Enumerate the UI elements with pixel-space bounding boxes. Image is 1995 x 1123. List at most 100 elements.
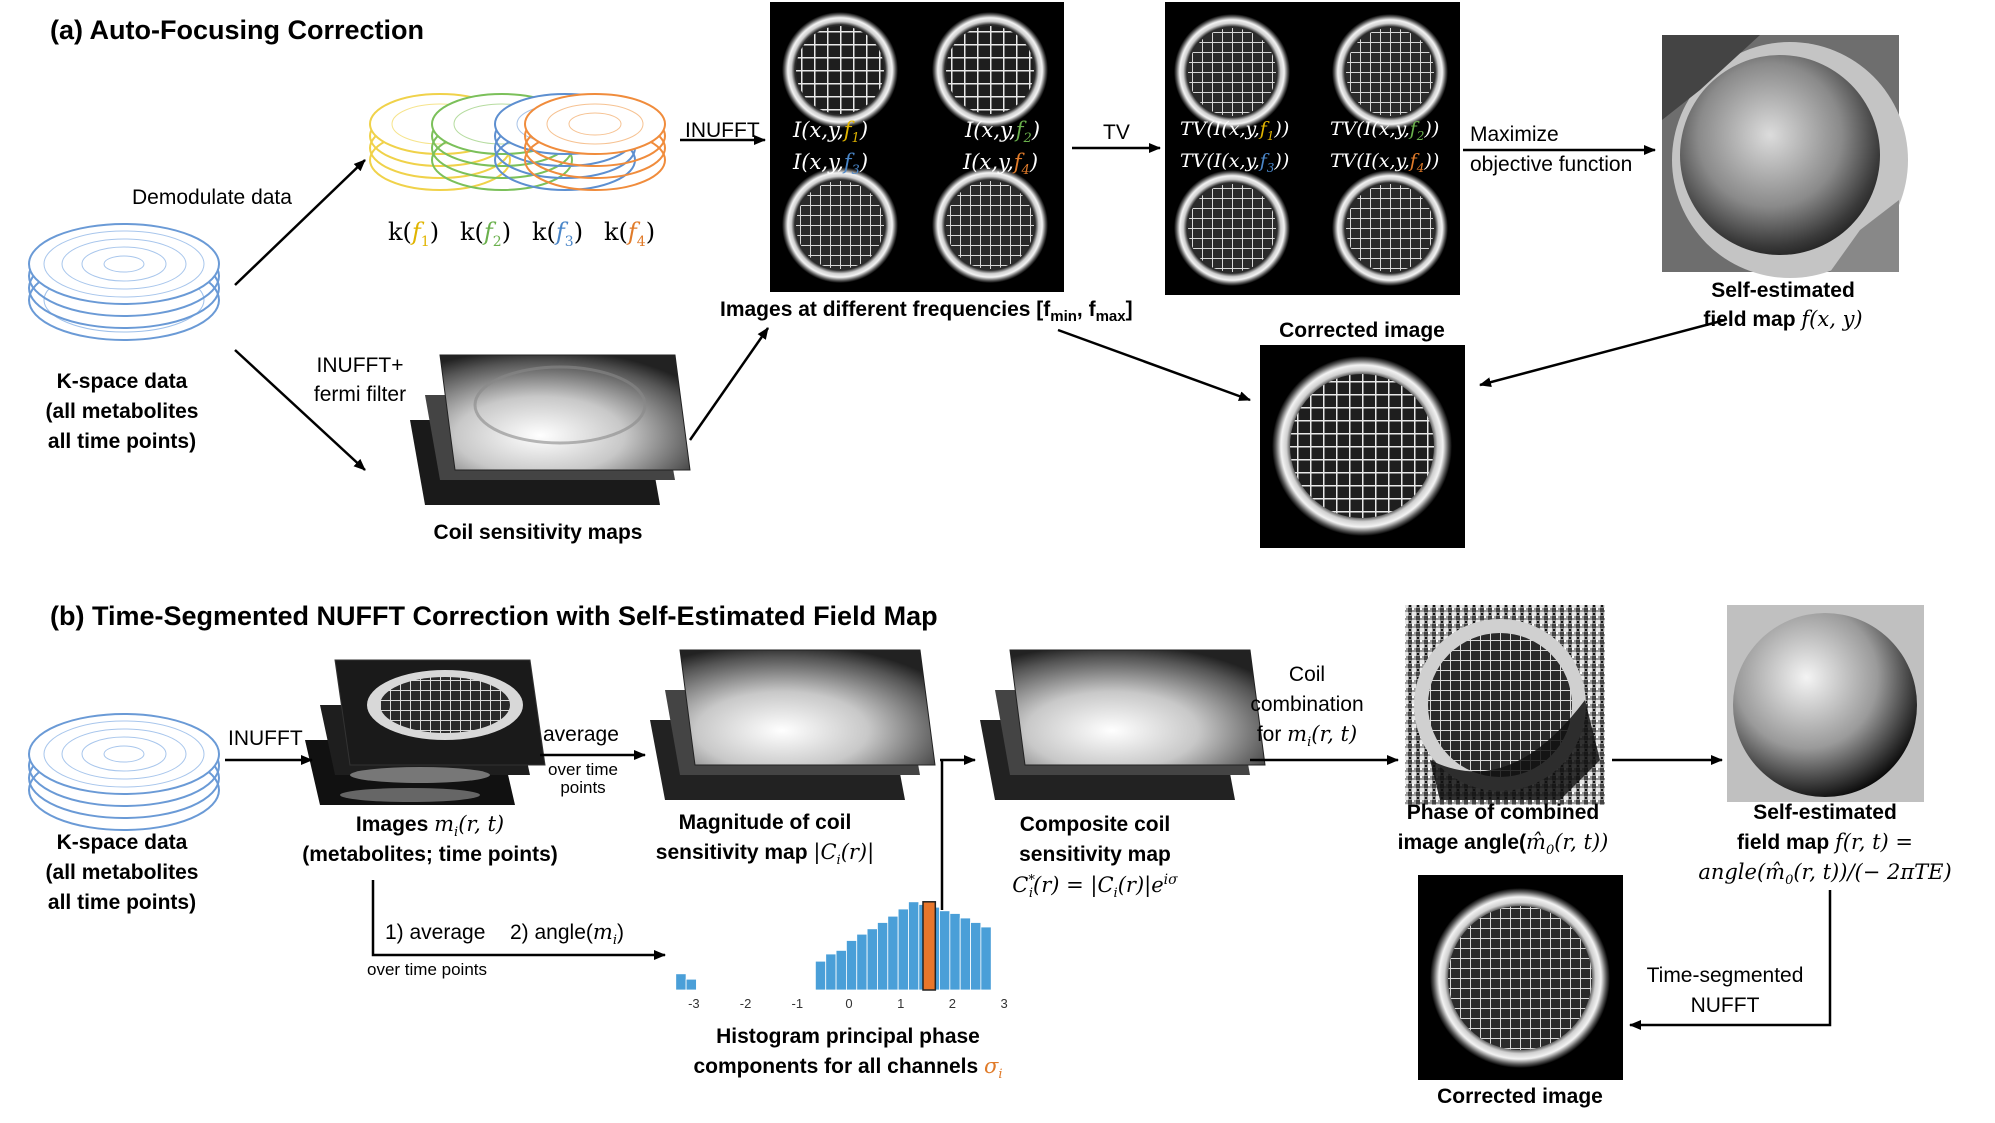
kspace-stack-b [28,713,220,831]
kspace-label-b-3: all time points) [47,891,197,914]
self-field-b-1: Self-estimated [1753,801,1897,824]
field-map-b [1727,605,1924,802]
kspace-label-a-1: K-space data [56,370,188,393]
histogram-tick-label: -3 [688,996,700,1011]
histogram-bar [939,910,951,991]
histogram-tick-label: 0 [845,996,852,1011]
histogram-bar [846,940,858,991]
phase-label-1: Phase of combined [1406,801,1600,824]
histogram-bar [970,922,982,991]
kspace-label-a-3: all time points) [47,430,197,453]
tv-label: TV [1103,121,1130,144]
over-time-points-label: over time points [367,960,487,979]
histogram-bar [866,928,878,991]
histogram-bar [856,933,868,991]
k-f3-label: k(f3) [532,218,584,250]
img-label-f2: I(x,y,f2) [965,118,1041,147]
section-a-heading: (a) Auto-Focusing Correction [50,15,424,45]
histogram-tick-label: 1 [897,996,904,1011]
images-mi-stack [305,659,546,805]
img-label-f3: I(x,y,f3) [793,150,869,179]
histogram-bar [908,901,920,991]
kspace-stack-a [28,223,220,341]
over-time-2: points [560,778,606,797]
ts-nufft-1: Time-segmented [1646,964,1804,987]
composite-coil-stack [980,649,1266,800]
histogram-tick-label: 3 [1001,996,1008,1011]
kf4-stack [524,93,666,191]
magnitude-label-1: Magnitude of coil [678,811,852,834]
inufft-fermi-2: fermi filter [313,383,407,406]
self-field-a-2: field map f(x, y) [1703,307,1863,331]
hist-title-1: Histogram principal phase [716,1025,980,1048]
arrows-b [225,750,1832,1030]
composite-expr: C*i(r) = |Ci(r)|eiσ [1012,872,1178,902]
kspace-label-a-2: (all metabolites [45,400,199,423]
maximize-label-1: Maximize [1470,123,1559,146]
inufft-fermi-1: INUFFT+ [316,354,404,377]
histogram-bar [949,913,961,991]
composite-label-1: Composite coil [1019,813,1171,836]
histogram-tick-label: -1 [792,996,804,1011]
histogram-bar [675,973,687,991]
images-label-2: (metabolites; time points) [302,843,558,866]
phase-image [1405,605,1605,805]
demodulate-label: Demodulate data [132,186,292,209]
coil-magnitude-stack [650,649,936,800]
k-f4-label: k(f4) [604,218,656,250]
k-f2-label: k(f2) [460,218,512,250]
img-label-f1: I(x,y,f1) [793,118,869,147]
histogram-tick-label: -2 [740,996,752,1011]
phase-label-2: image angle(m̂0(r, t)) [1397,830,1609,859]
hist-title-2: components for all channels σi [693,1054,1003,1083]
histogram-bar [897,908,909,991]
tv-label-f2: TV(I(x,y,f2)) [1330,118,1440,143]
tv-label-f4: TV(I(x,y,f4)) [1330,150,1440,175]
maximize-label-2: objective function [1470,153,1633,176]
corrected-image-a [1260,345,1465,548]
freq-images-panel [770,2,1064,292]
field-map-a [1662,35,1908,278]
histogram-bar [685,978,697,991]
arrows-a [234,135,1726,471]
section-b-heading: (b) Time-Segmented NUFFT Correction with… [50,601,938,631]
magnitude-label-2: sensitivity map |Ci(r)| [655,840,875,869]
inufft-label-b: INUFFT [228,727,303,750]
step-angle-label: 2) angle(mi) [510,920,624,949]
corrected-label-a: Corrected image [1279,319,1445,342]
ts-nufft-2: NUFFT [1690,994,1760,1017]
histogram-bar [877,922,889,991]
kspace-label-b-1: K-space data [56,831,188,854]
histogram-bar [980,926,992,991]
images-label-1: Images mi(r, t) [355,812,505,841]
tv-label-f1: TV(I(x,y,f1)) [1180,118,1290,143]
self-field-a-1: Self-estimated [1711,279,1855,302]
histogram-bar [887,915,899,991]
kspace-label-b-2: (all metabolites [45,861,199,884]
freq-images-label: Images at different frequencies [fmin, f… [720,298,1133,326]
self-field-b-2: field map f(r, t) = [1737,830,1913,854]
coil-maps-label: Coil sensitivity maps [433,521,643,544]
coil-comb-3: for mi(r, t) [1256,722,1358,751]
coil-comb-2: combination [1250,693,1364,716]
histogram-highlight-bar [922,901,937,991]
img-label-f4: I(x,y,f4) [963,150,1039,179]
average-label: average [543,723,619,746]
tv-label-f3: TV(I(x,y,f3)) [1180,150,1290,175]
histogram-tick-label: 2 [949,996,956,1011]
k-f1-label: k(f1) [388,218,440,250]
corrected-label-b: Corrected image [1437,1085,1603,1108]
inufft-label-a: INUFFT [685,119,760,142]
composite-label-2: sensitivity map [1019,843,1171,866]
histogram-bar [835,950,847,991]
step-average-label: 1) average [385,921,486,944]
tv-images-panel [1165,2,1460,295]
phase-histogram: -3 -2 -1 0 1 2 3 [675,901,1008,1011]
corrected-image-b [1418,875,1623,1080]
histogram-bar [825,953,837,991]
coil-comb-1: Coil [1288,663,1326,686]
over-time-1: over time [548,760,618,779]
histogram-bar [814,960,827,991]
histogram-bar [959,917,971,991]
